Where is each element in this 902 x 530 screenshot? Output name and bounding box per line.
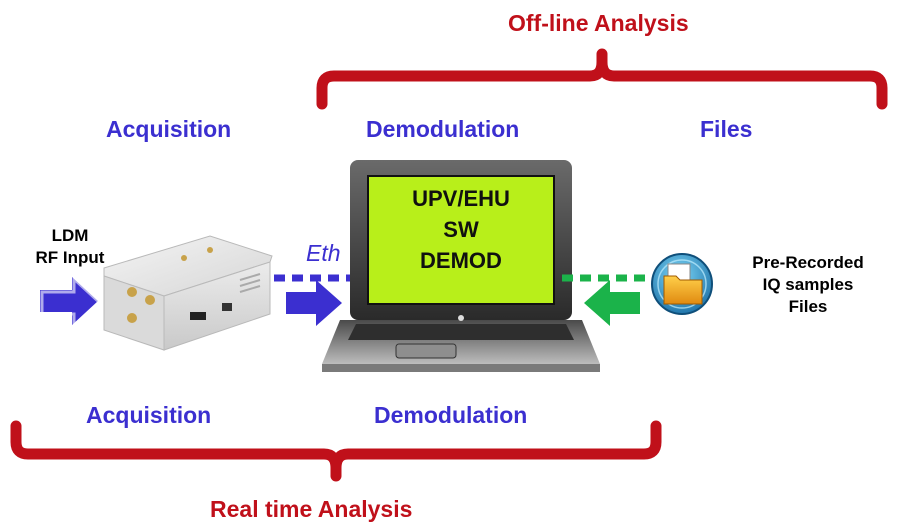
files-line1: Pre-Recorded <box>752 253 864 272</box>
screen-line3: DEMOD <box>420 248 502 273</box>
realtime-bracket <box>10 420 662 482</box>
screen-line1: UPV/EHU <box>412 186 510 211</box>
laptop-icon <box>322 160 600 372</box>
arrow-right-icon <box>286 280 342 326</box>
laptop-screen <box>367 175 555 305</box>
offline-analysis-title: Off-line Analysis <box>508 10 689 36</box>
bottom-demodulation-label: Demodulation <box>374 402 528 428</box>
ldm-input-label: LDM RF Input <box>20 225 120 269</box>
eth-label: Eth <box>306 240 341 266</box>
arrow-left-icon <box>584 280 640 326</box>
ldm-line2: RF Input <box>35 248 105 267</box>
top-demodulation-label: Demodulation <box>366 116 520 142</box>
screen-line2: SW <box>443 217 479 242</box>
realtime-analysis-title: Real time Analysis <box>210 496 413 522</box>
bottom-acquisition-label: Acquisition <box>86 402 212 428</box>
files-line2: IQ samples <box>762 275 854 294</box>
arrow-right-icon <box>40 275 103 331</box>
top-acquisition-label: Acquisition <box>106 116 232 142</box>
folder-icon <box>651 253 713 315</box>
ldm-line1: LDM <box>51 226 89 245</box>
sdr-receiver-icon <box>103 235 273 351</box>
prerecorded-files-label: Pre-Recorded IQ samples Files <box>720 252 896 318</box>
top-files-label: Files <box>700 116 753 142</box>
offline-bracket <box>316 48 888 110</box>
files-line3: Files <box>788 297 828 316</box>
laptop-screen-text: UPV/EHU SW DEMOD <box>371 183 551 276</box>
